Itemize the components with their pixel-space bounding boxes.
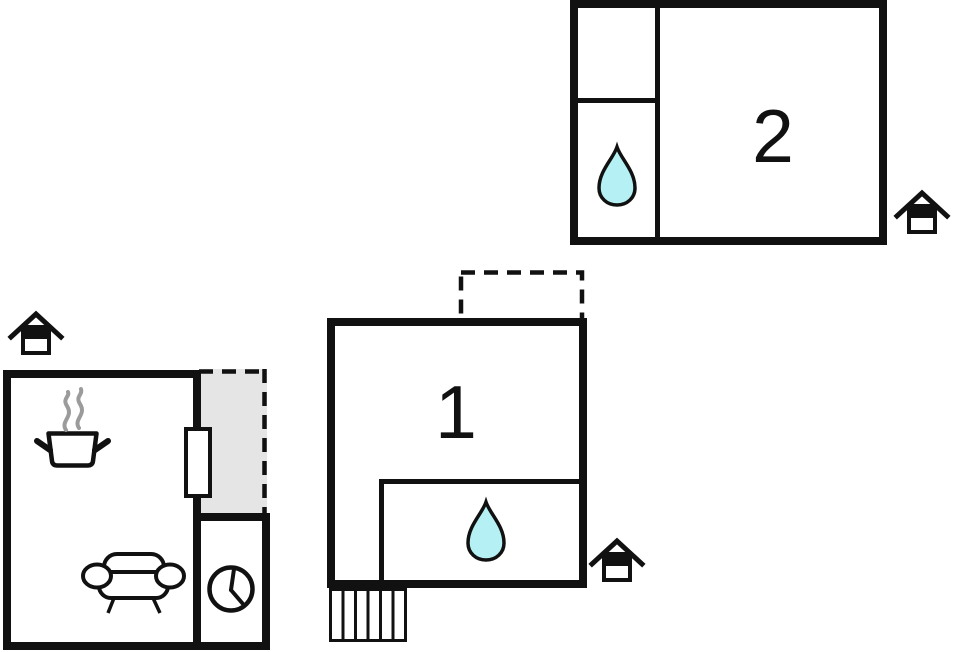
cooking-pot-steam-icon [34, 387, 111, 468]
room-1-label: 1 [435, 370, 477, 454]
entrance-icon [592, 541, 642, 580]
room-2-label: 2 [752, 94, 794, 178]
room-1-outer-walls [327, 318, 587, 588]
stairs-icon [329, 588, 407, 642]
room-1: 1 [327, 270, 643, 642]
room-2: 2 [570, 0, 947, 245]
entrance-icon [897, 193, 947, 232]
steam-icon [75, 387, 84, 430]
sofa-icon [81, 552, 186, 614]
room-1-bathroom-partition [379, 479, 583, 584]
steam-icon [62, 390, 71, 432]
living-room [3, 314, 270, 650]
entrance-icon [11, 314, 61, 353]
living-room-outer-walls [3, 370, 201, 650]
wall-clock-icon [207, 565, 255, 613]
terrace-dashed-area [458, 270, 585, 324]
door-opening [184, 427, 212, 498]
